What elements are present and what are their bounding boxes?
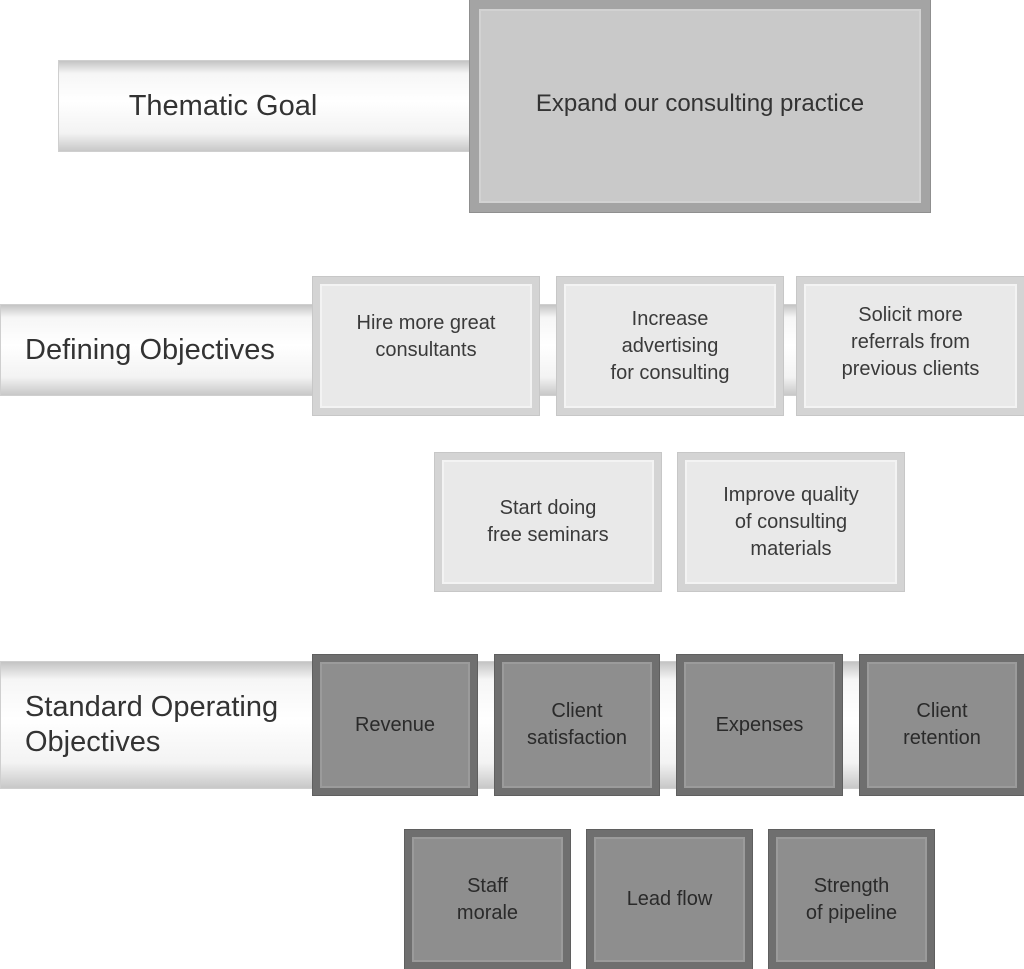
standard-operating-objectives-label: Standard Operating Objectives (25, 691, 279, 758)
defining-objective-box: Improve quality of consulting materials (678, 453, 904, 591)
standard-objective-box: Revenue (313, 655, 477, 795)
standard-objective-box: Expenses (677, 655, 842, 795)
standard-objective-box: Strength of pipeline (769, 830, 934, 969)
standard-objective-box: Client satisfaction (495, 655, 659, 795)
defining-objective-box: Increase advertising for consulting (557, 277, 783, 415)
defining-objectives-label: Defining Objectives (25, 333, 275, 366)
defining-objective-box: Hire more great consultants (313, 277, 539, 415)
defining-objective-box: Start doing free seminars (435, 453, 661, 591)
thematic-goal-box: Expand our consulting practice (470, 0, 930, 212)
thematic-goal-bar: Thematic Goal (58, 60, 478, 152)
defining-objective-box: Solicit more referrals from previous cli… (797, 277, 1024, 415)
standard-objective-box: Client retention (860, 655, 1024, 795)
standard-objective-box: Lead flow (587, 830, 752, 969)
thematic-goal-label: Thematic Goal (128, 89, 318, 122)
standard-objective-box: Staff morale (405, 830, 570, 969)
